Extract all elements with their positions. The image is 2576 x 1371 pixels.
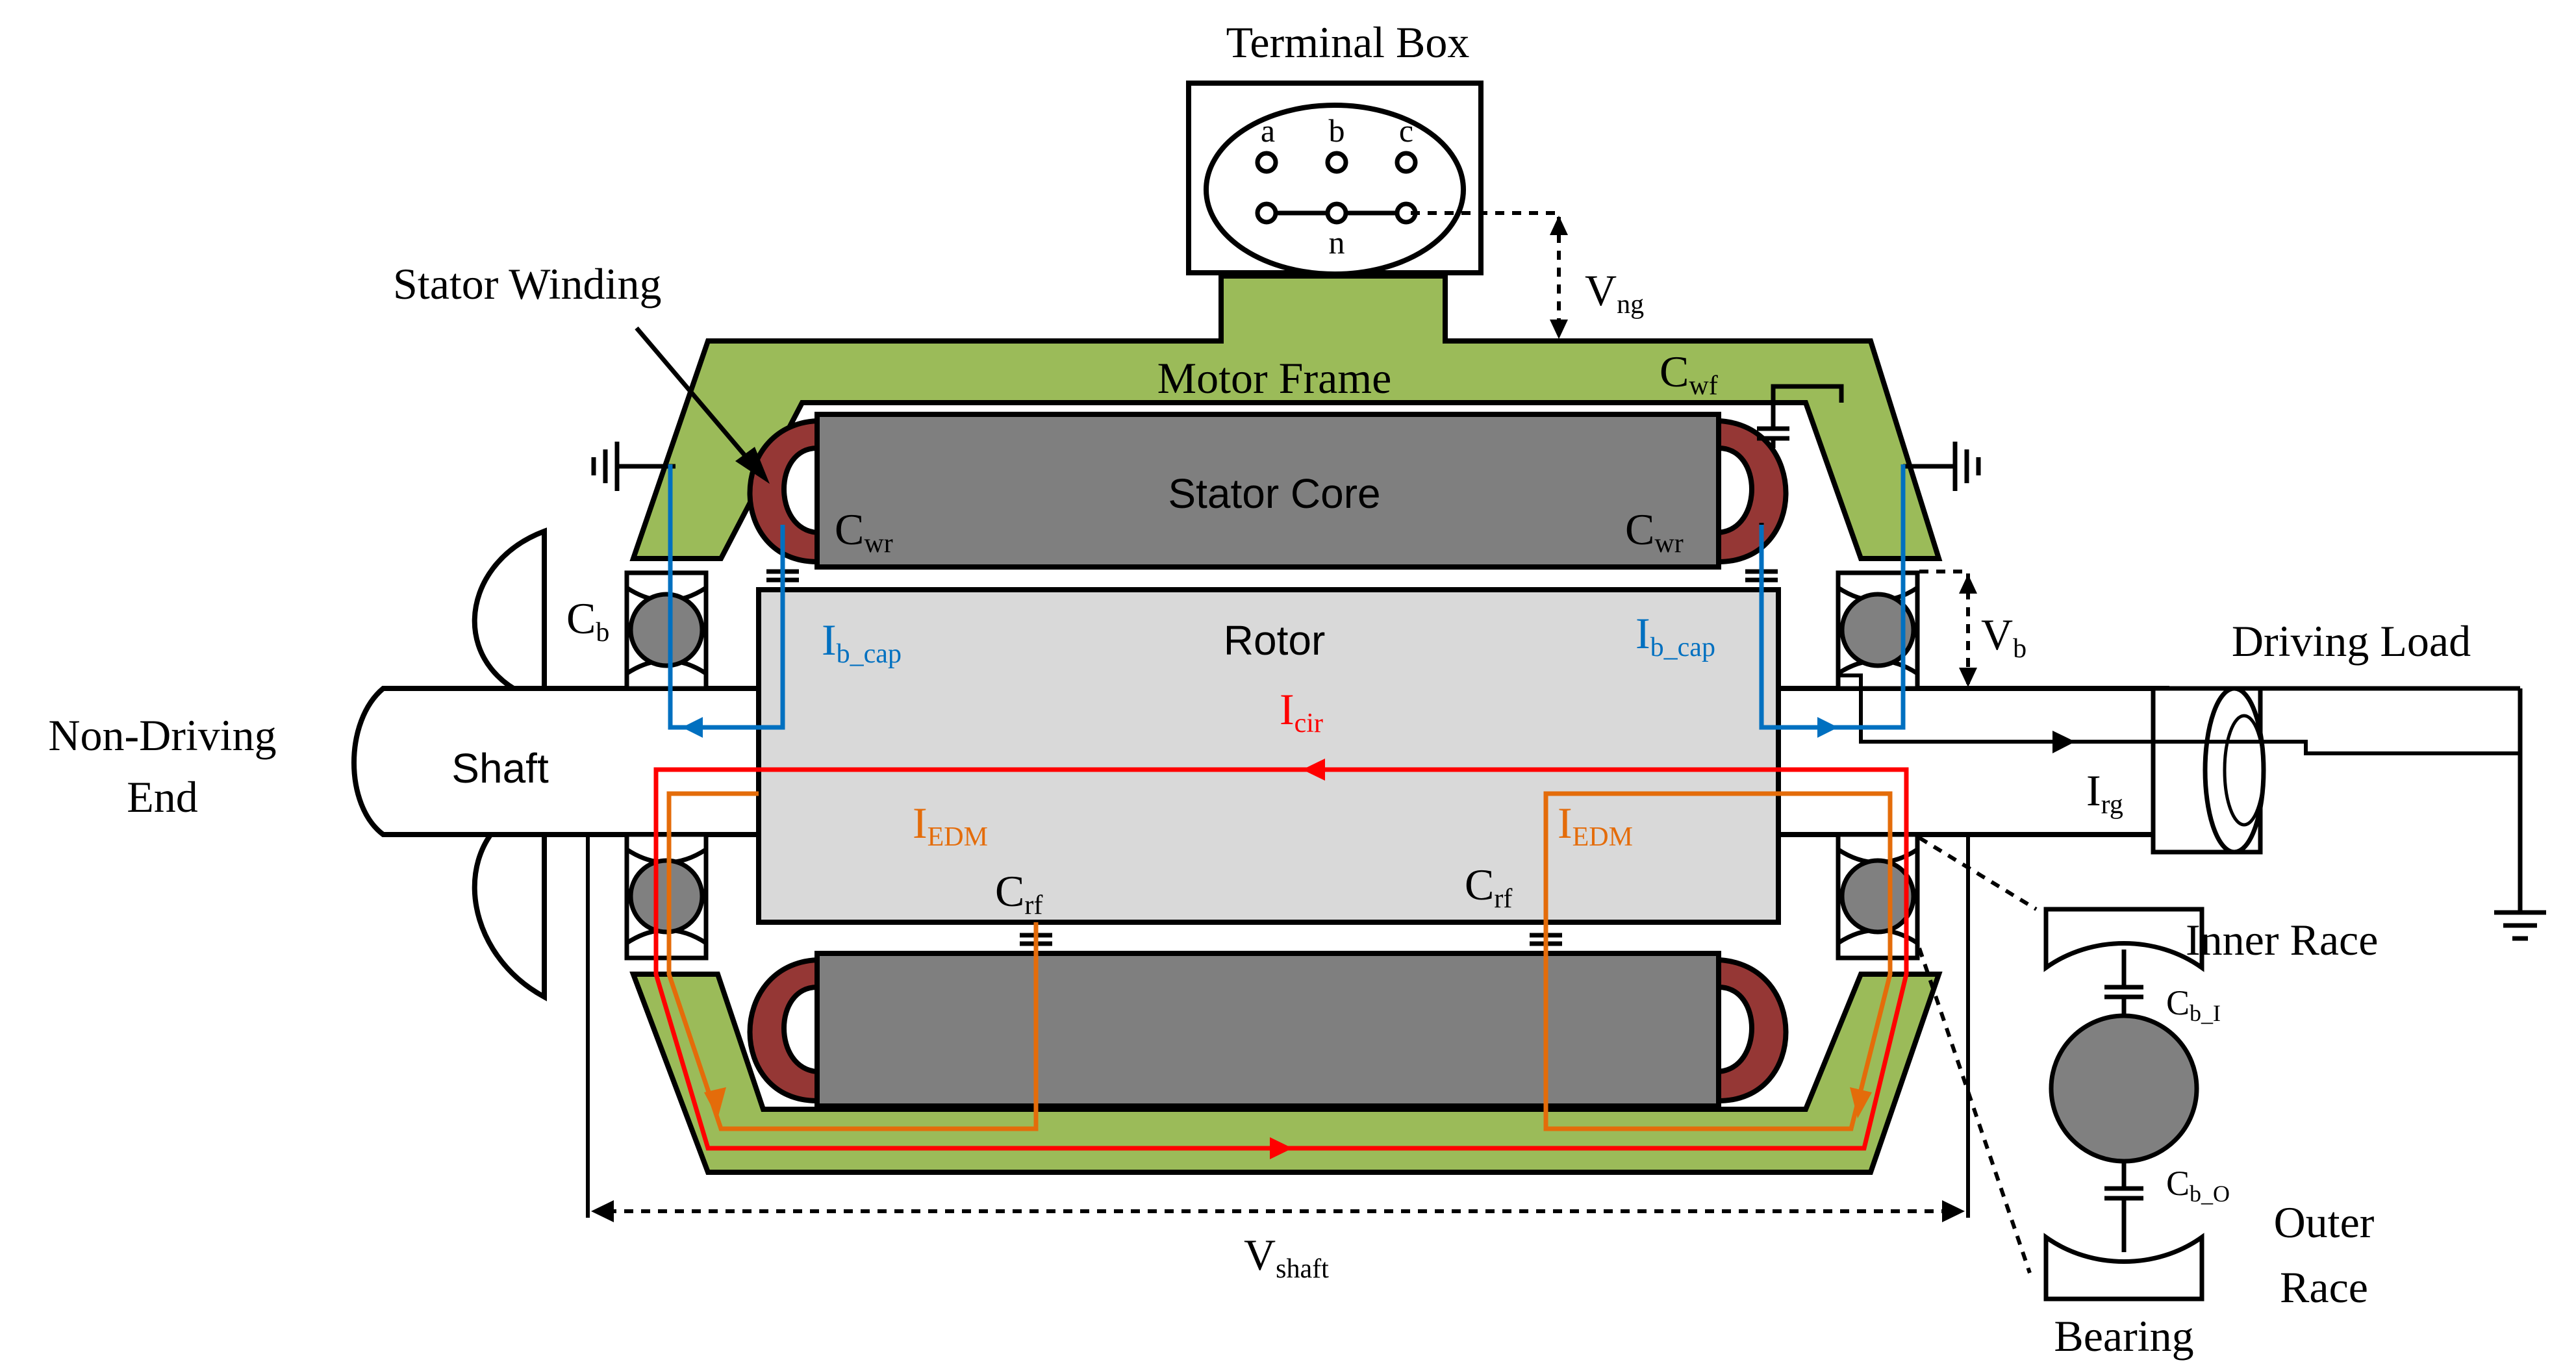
vng-measurement	[1411, 211, 1568, 339]
vb-measurement	[1919, 570, 1977, 687]
ibcap-left-label: Ib_cap	[822, 615, 902, 669]
terminal-box: a b c n	[1186, 81, 1484, 277]
bearings	[624, 570, 1920, 961]
cwr-right-label: Cwr	[1625, 505, 1684, 559]
ground-icon	[1903, 442, 1981, 491]
ground-icon	[2494, 688, 2546, 941]
terminal-c-post	[1395, 151, 1418, 174]
non-driving-end-label-line2: End	[127, 772, 198, 822]
ibcap-right-arrow	[1817, 717, 1838, 738]
crf-right-label: Crf	[1465, 860, 1512, 914]
terminal-a-label: a	[1261, 112, 1275, 149]
vng-label: Vng	[1585, 266, 1644, 320]
ibcap-left-arrow	[682, 717, 703, 738]
icir-bottom-arrow	[1270, 1137, 1293, 1159]
iedm-right-label: IEDM	[1558, 798, 1633, 852]
iedm-left-arrow	[704, 1087, 726, 1118]
icir-current-loop	[653, 767, 1909, 1151]
crf-left-label: Crf	[995, 866, 1042, 920]
bearing-left-bottom	[624, 832, 709, 961]
inner-race-label: Inner Race	[2186, 915, 2378, 964]
bearing-detail-callout	[1917, 836, 2038, 1274]
terminal-c-label: c	[1399, 112, 1413, 149]
stator-core	[814, 412, 1721, 1109]
iedm-left-label: IEDM	[913, 798, 988, 852]
terminal-box-label: Terminal Box	[1226, 18, 1470, 67]
terminal-a-post	[1255, 151, 1278, 174]
shaft-label: Shaft	[451, 745, 549, 792]
terminal-n-label: n	[1329, 224, 1345, 260]
motor-frame	[629, 273, 1943, 1175]
cb-label: Cb	[566, 594, 609, 648]
iedm-right-arrow	[1850, 1087, 1872, 1118]
stator-winding-pointer	[635, 326, 770, 484]
vshaft-label: Vshaft	[1244, 1230, 1329, 1284]
terminal-n2-post	[1325, 201, 1348, 225]
vshaft-measurement	[586, 835, 1970, 1218]
bearing-right-top	[1836, 570, 1920, 691]
cwf-label: Cwf	[1660, 347, 1718, 401]
terminal-n1-post	[1255, 201, 1278, 225]
irg-label: Irg	[2086, 766, 2123, 820]
stator-winding-end-turns	[747, 418, 1789, 1104]
iedm-current-paths	[666, 791, 1893, 1131]
icir-label: Icir	[1280, 685, 1323, 738]
irg-current-path	[1838, 673, 2520, 755]
motor-frame-label: Motor Frame	[1157, 353, 1392, 403]
icir-top-arrow	[1302, 759, 1325, 781]
driving-load-label: Driving Load	[2232, 616, 2471, 666]
bearing-label: Bearing	[2054, 1311, 2193, 1361]
cbi-label: Cb_I	[2166, 983, 2221, 1026]
outer-race-label-line1: Outer	[2274, 1198, 2375, 1247]
bearing-left-top	[624, 570, 709, 691]
cwf-capacitor	[1757, 384, 1844, 448]
rotor-label: Rotor	[1224, 617, 1326, 664]
stator-core-label: Stator Core	[1168, 470, 1380, 517]
terminal-b-label: b	[1329, 112, 1345, 149]
ground-symbols	[591, 442, 2546, 941]
non-driving-end-label-line1: Non-Driving	[48, 711, 276, 760]
vb-label: Vb	[1981, 610, 2027, 664]
rotor	[756, 587, 1781, 925]
terminal-b-post	[1325, 151, 1348, 174]
outer-race-label-line2: Race	[2280, 1263, 2368, 1312]
ibcap-right-label: Ib_cap	[1635, 609, 1715, 662]
cwr-left-label: Cwr	[835, 505, 893, 559]
stator-winding-label: Stator Winding	[393, 259, 661, 308]
cbo-label: Cb_O	[2166, 1164, 2230, 1207]
driving-load	[2151, 686, 2520, 855]
bearing-detail	[2043, 907, 2204, 1302]
ground-icon	[591, 442, 676, 491]
